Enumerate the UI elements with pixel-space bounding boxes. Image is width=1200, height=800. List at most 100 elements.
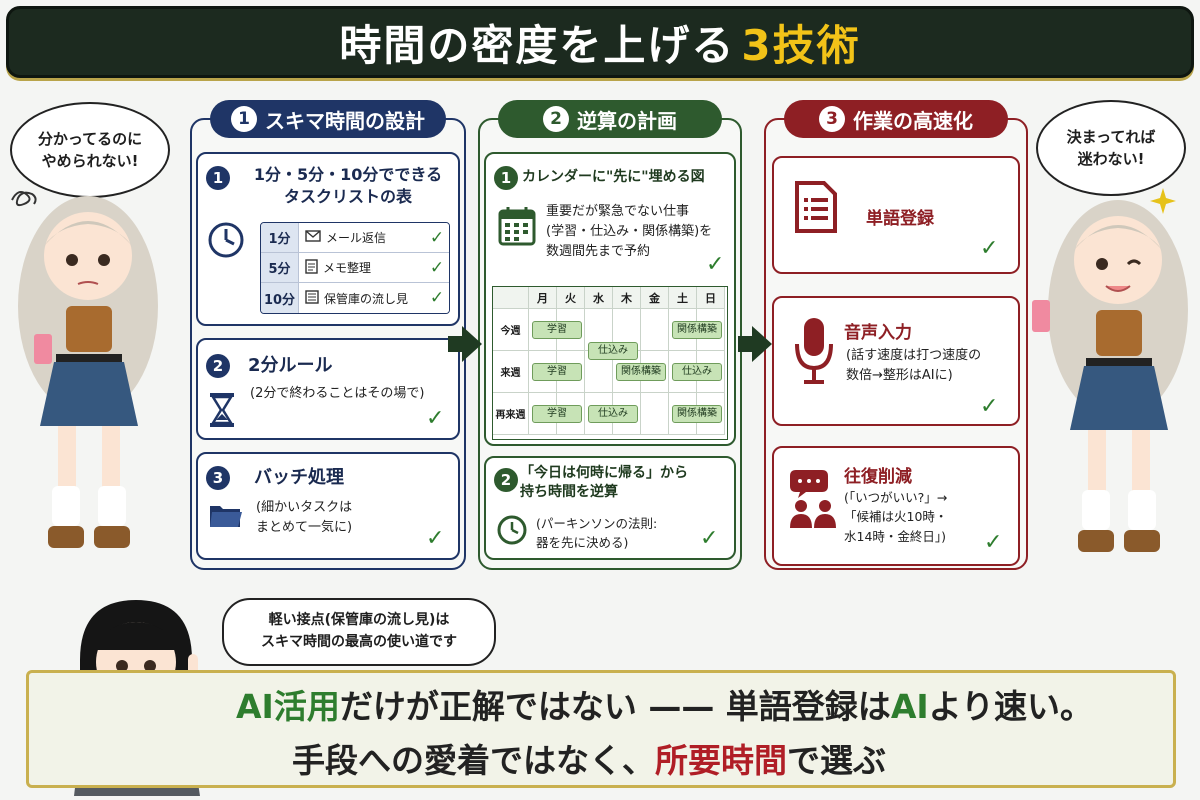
task-cell: メモ整理 bbox=[299, 253, 425, 282]
task-minutes: 10分 bbox=[261, 283, 299, 313]
calendar-task-block: 学習 bbox=[532, 363, 582, 381]
reverse-desc-line2: 器を先に決める) bbox=[536, 535, 629, 551]
task-list-title-line2: タスクリストの表 bbox=[283, 186, 412, 206]
task-list-title: 1分・5分・10分でできる タスクリストの表 bbox=[238, 164, 458, 207]
calendar-cell bbox=[697, 393, 725, 435]
hourglass-icon bbox=[208, 392, 236, 432]
bottom-line2-text: 手段への愛着ではなく、 bbox=[292, 741, 655, 780]
calendar-card-desc: 重要だが緊急でない仕事 (学習・仕込み・関係構築)を 数週間先まで予約 bbox=[546, 202, 712, 262]
card-number: 1 bbox=[206, 166, 230, 190]
word-registration-card: 単語登録 ✓ bbox=[772, 156, 1020, 274]
calendar-card: 1 カレンダーに"先に"埋める図 重要だが緊急でない仕事 (学習・仕込み・関係構… bbox=[484, 152, 736, 446]
calendar-cell bbox=[697, 309, 725, 351]
task-list-card: 1 1分・5分・10分でできる タスクリストの表 1分 メール返信 ✓ 5分 メ… bbox=[196, 152, 460, 326]
calendar-day-header: 水 bbox=[585, 287, 613, 309]
reverse-time-title-line2: 持ち時間を逆算 bbox=[520, 483, 618, 500]
calendar-week-label: 再来週 bbox=[493, 393, 529, 435]
column-heading-1: 1 スキマ時間の設計 bbox=[210, 100, 446, 138]
batch-processing-card: 3 バッチ処理 (細かいタスクは まとめて一気に) ✓ bbox=[196, 452, 460, 560]
calendar-task-block: 学習 bbox=[532, 405, 582, 423]
round-trip-desc-line2: 「候補は火10時・ bbox=[844, 509, 948, 525]
bubble-bottom-line1: 軽い接点(保管庫の流し見)は bbox=[268, 612, 450, 629]
task-cell: 保管庫の流し見 bbox=[299, 283, 425, 313]
calendar-icon bbox=[498, 206, 536, 250]
folder-icon bbox=[208, 500, 244, 534]
calendar-day-header: 日 bbox=[697, 287, 725, 309]
calendar-cell bbox=[641, 351, 669, 393]
batch-desc-line2: まとめて一気に) bbox=[256, 520, 353, 536]
round-trip-desc: (「いつがいい?」→ 「候補は火10時・ 水14時・金終日」) bbox=[844, 488, 947, 546]
voice-desc-line2: 数倍→整形はAIに) bbox=[846, 368, 953, 384]
calendar-task-block: 関係構築 bbox=[672, 405, 722, 423]
calendar-day-header: 火 bbox=[557, 287, 585, 309]
calendar-card-title: カレンダーに"先に"埋める図 bbox=[522, 169, 705, 185]
check-icon: ✓ bbox=[425, 223, 449, 252]
microphone-icon bbox=[794, 316, 834, 390]
table-row: 10分 保管庫の流し見 ✓ bbox=[261, 283, 449, 313]
bottom-line1-text: だけが正解ではない —— 単語登録は bbox=[339, 687, 891, 726]
bubble-bottom-line2: スキマ時間の最高の使い道です bbox=[261, 634, 457, 650]
calendar-day-header: 土 bbox=[669, 287, 697, 309]
arrow-right-icon bbox=[738, 324, 772, 368]
calendar-cell bbox=[641, 309, 669, 351]
calendar-grid: 月火水木金土日今週来週再来週 学習関係構築仕込み学習関係構築仕込み学習仕込み関係… bbox=[492, 286, 728, 440]
check-icon: ✓ bbox=[426, 526, 445, 551]
calendar-week-label: 今週 bbox=[493, 309, 529, 351]
task-cell: メール返信 bbox=[299, 223, 425, 252]
check-icon: ✓ bbox=[706, 252, 725, 277]
task-label: メモ整理 bbox=[323, 261, 372, 275]
calendar-task-block: 学習 bbox=[532, 321, 582, 339]
bottom-message-line2: 手段への愛着ではなく、所要時間で選ぶ bbox=[292, 734, 1152, 782]
document-icon bbox=[794, 180, 838, 238]
calendar-cell bbox=[641, 393, 669, 435]
column-heading-2: 2 逆算の計画 bbox=[498, 100, 722, 138]
voice-desc-line1: (話す速度は打つ速度の bbox=[846, 348, 982, 363]
scribble-icon bbox=[8, 186, 42, 216]
round-trip-desc-line3: 水14時・金終日」) bbox=[844, 528, 947, 544]
clock-icon bbox=[206, 220, 246, 264]
calendar-day-header: 木 bbox=[613, 287, 641, 309]
table-row: 5分 メモ整理 ✓ bbox=[261, 253, 449, 283]
memo-icon bbox=[305, 258, 318, 277]
bottom-message-banner bbox=[26, 670, 1176, 788]
voice-input-title: 音声入力 bbox=[844, 323, 912, 343]
task-label: メール返信 bbox=[326, 231, 387, 245]
task-minutes: 5分 bbox=[261, 253, 299, 282]
batch-processing-desc: (細かいタスクは まとめて一気に) bbox=[256, 498, 352, 538]
title-main: 時間の密度を上げる bbox=[339, 20, 736, 70]
character-right bbox=[1028, 190, 1198, 590]
two-minute-rule-card: 2 2分ルール (2分で終わることはその場で) ✓ bbox=[196, 338, 460, 440]
title-accent: 3技術 bbox=[741, 20, 861, 70]
bubble-left-line1: 分かってるのに bbox=[37, 129, 143, 148]
calendar-desc-line1: 重要だが緊急でない仕事 bbox=[546, 204, 690, 219]
task-minutes: 1分 bbox=[261, 223, 299, 252]
speech-bubble-right: 決まってれば 迷わない! bbox=[1036, 100, 1186, 196]
column-heading-3: 3 作業の高速化 bbox=[784, 100, 1008, 138]
column-number-1: 1 bbox=[231, 106, 257, 132]
column-heading-1-label: スキマ時間の設計 bbox=[265, 108, 425, 133]
column-number-3: 3 bbox=[819, 106, 845, 132]
check-icon: ✓ bbox=[700, 526, 719, 551]
card-number: 2 bbox=[206, 354, 230, 378]
table-row: 1分 メール返信 ✓ bbox=[261, 223, 449, 253]
calendar-cell bbox=[557, 351, 585, 393]
check-icon: ✓ bbox=[984, 530, 1003, 555]
calendar-desc-line2: (学習・仕込み・関係構築)を bbox=[546, 224, 713, 240]
check-icon: ✓ bbox=[980, 236, 999, 261]
calendar-cell bbox=[557, 309, 585, 351]
bottom-ai-highlight-2: AI bbox=[890, 687, 929, 726]
reverse-time-title-line1: 「今日は何時に帰る」から bbox=[520, 465, 688, 481]
column-number-2: 2 bbox=[543, 106, 569, 132]
bottom-line2-end: で選ぶ bbox=[787, 741, 886, 780]
bottom-ai-highlight: AI活用 bbox=[236, 687, 340, 726]
calendar-cell bbox=[697, 351, 725, 393]
card-number: 3 bbox=[206, 466, 230, 490]
column-heading-2-label: 逆算の計画 bbox=[577, 108, 677, 133]
task-table: 1分 メール返信 ✓ 5分 メモ整理 ✓ 10分 保管庫の流し見 ✓ bbox=[260, 222, 450, 314]
list-icon bbox=[305, 289, 319, 307]
sparkle-icon bbox=[1150, 188, 1176, 218]
card-number: 2 bbox=[494, 468, 518, 492]
speech-bubble-bottom: 軽い接点(保管庫の流し見)は スキマ時間の最高の使い道です bbox=[222, 598, 496, 666]
bubble-right-line1: 決まってれば bbox=[1066, 127, 1156, 146]
calendar-task-block: 仕込み bbox=[672, 363, 722, 381]
